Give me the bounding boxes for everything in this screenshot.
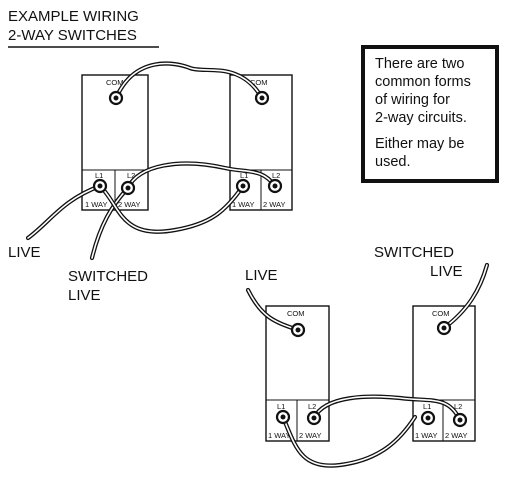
note-line-2: common forms <box>375 74 471 90</box>
switched-live-label-2: LIVE <box>430 263 463 280</box>
two-way-label: 2 WAY <box>445 431 468 440</box>
switched-label-1: SWITCHED <box>68 268 148 285</box>
title-line-2: 2-WAY SWITCHES <box>8 27 137 44</box>
l2-label: L2 <box>272 171 280 180</box>
note-line-6: used. <box>375 154 410 170</box>
l2-label: L2 <box>127 171 135 180</box>
note-line-5: Either may be <box>375 136 464 152</box>
one-way-label: 1 WAY <box>232 200 255 209</box>
switched-live-label-1: LIVE <box>68 287 101 304</box>
l1-label: L1 <box>423 402 431 411</box>
one-way-label: 1 WAY <box>415 431 438 440</box>
note-line-1: There are two <box>375 56 464 72</box>
com-label: COM <box>106 78 124 87</box>
com-label: COM <box>287 309 305 318</box>
terminals-1 <box>92 90 283 196</box>
diagram-title: EXAMPLE WIRING 2-WAY SWITCHES <box>8 8 159 48</box>
l2-label: L2 <box>454 402 462 411</box>
two-way-label: 2 WAY <box>263 200 286 209</box>
terminals-2 <box>275 320 468 428</box>
two-way-label: 2 WAY <box>299 431 322 440</box>
one-way-label: 1 WAY <box>268 431 291 440</box>
note-box: There are two common forms of wiring for… <box>361 45 499 183</box>
l1-label: L1 <box>95 171 103 180</box>
two-way-label: 2 WAY <box>118 200 141 209</box>
one-way-label: 1 WAY <box>85 200 108 209</box>
com-label: COM <box>250 78 268 87</box>
live-label-2: LIVE <box>245 267 278 284</box>
note-line-4: 2-way circuits. <box>375 110 467 126</box>
l2-label: L2 <box>308 402 316 411</box>
com-label: COM <box>432 309 450 318</box>
note-border <box>361 45 499 183</box>
live-label-1: LIVE <box>8 244 41 261</box>
wires-2 <box>245 262 490 468</box>
l1-label: L1 <box>277 402 285 411</box>
note-line-3: of wiring for <box>375 92 450 108</box>
switched-label-2: SWITCHED <box>374 244 454 261</box>
diagram-1: COM L1 L2 1 WAY 2 WAY COM L1 L2 1 WAY 2 … <box>8 61 293 304</box>
diagram-2: COM L1 L2 1 WAY 2 WAY COM L1 L2 1 WAY 2 … <box>245 244 490 468</box>
title-line-1: EXAMPLE WIRING <box>8 8 139 25</box>
l1-label: L1 <box>240 171 248 180</box>
